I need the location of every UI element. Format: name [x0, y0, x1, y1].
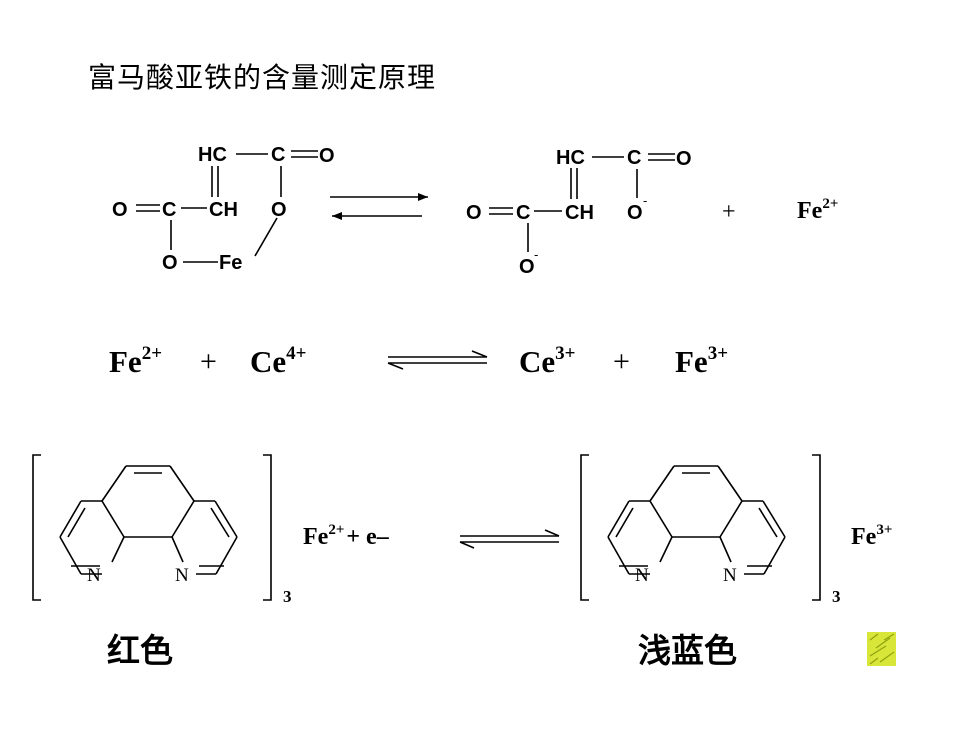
atom-o-minus-right: O [627, 202, 643, 224]
charge-minus-bottom: - [534, 247, 538, 262]
atom-fe-ring: Fe [219, 252, 242, 274]
atom-n-right-a: N [635, 565, 649, 586]
subscript-right: 3 [832, 587, 841, 606]
ce4-ion: Ce4+ [250, 343, 306, 379]
atom-hc-left: HC [198, 144, 227, 166]
fe2-ion-r1: Fe2+ [797, 196, 838, 224]
charge-minus-right: - [643, 193, 647, 208]
phenanthroline-left [59, 465, 238, 575]
plus-sign-r2a: + [200, 345, 217, 378]
plus-sign-r2b: + [613, 345, 630, 378]
atom-o-top-right: O [676, 148, 692, 170]
atom-o-dbl-left: O [112, 199, 128, 221]
subscript-left: 3 [283, 587, 292, 606]
phenanthroline-right [607, 465, 786, 575]
atom-o-dbl-right: O [466, 202, 482, 224]
fe3-ion-r2: Fe3+ [675, 343, 728, 379]
atom-c-top-right: C [627, 147, 641, 169]
equilibrium-arrows-1 [330, 196, 428, 217]
atom-o-minus-bottom: O [519, 256, 535, 278]
ce3-ion: Ce3+ [519, 343, 575, 379]
atom-o-ring-left: O [162, 252, 178, 274]
atom-c-right: C [516, 202, 530, 224]
label-light-blue: 浅蓝色 [638, 631, 737, 670]
atom-n-left-b: N [175, 565, 189, 586]
fe2-ion-r2: Fe2+ [109, 343, 162, 379]
equilibrium-arrows-2 [387, 350, 488, 370]
bracket-left-complex [32, 454, 272, 601]
atom-hc-right: HC [556, 147, 585, 169]
ferrous-fumarate-structure [136, 150, 318, 263]
bracket-right-complex [580, 454, 821, 601]
arrowhead-reverse [332, 212, 342, 220]
corner-texture-icon [867, 632, 896, 666]
atom-c-top-left: C [271, 144, 285, 166]
atom-c-left: C [162, 199, 176, 221]
page-title: 富马酸亚铁的含量测定原理 [88, 61, 437, 94]
equilibrium-arrows-3 [459, 529, 560, 549]
fumarate-dianion-structure [489, 153, 675, 252]
fe3-ion-r3: Fe3+ [851, 522, 892, 550]
plus-sign-r1: + [722, 199, 736, 225]
atom-ch-right: CH [565, 202, 594, 224]
atom-o-ring-right: O [271, 199, 287, 221]
atom-ch-left: CH [209, 199, 238, 221]
atom-o-top-left: O [319, 145, 335, 167]
arrowhead-forward [418, 193, 428, 201]
atom-n-left-a: N [87, 565, 101, 586]
atom-n-right-b: N [723, 565, 737, 586]
fe2-plus-electron: Fe2++ e– [303, 522, 390, 550]
label-red: 红色 [107, 631, 173, 670]
